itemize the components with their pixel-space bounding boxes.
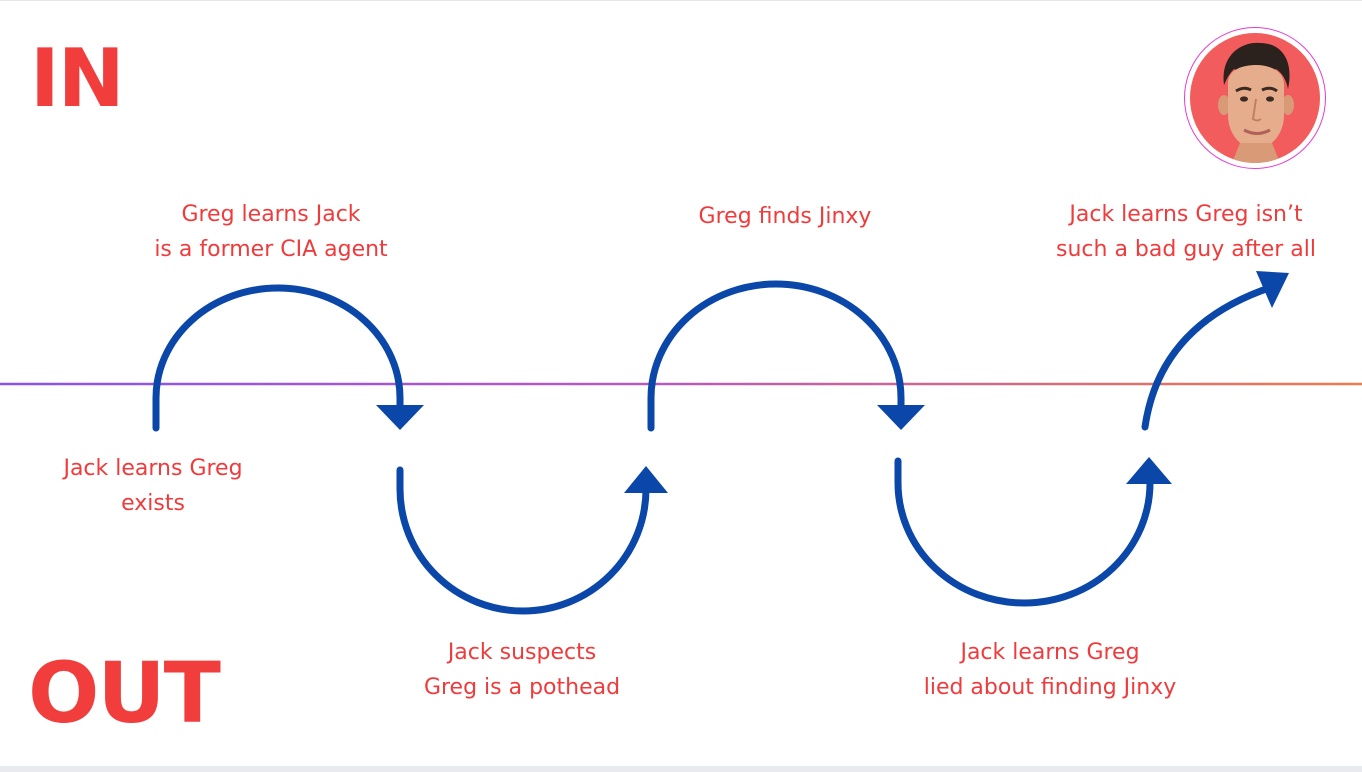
avatar-photo <box>1190 33 1320 163</box>
arrow-head-down-2 <box>877 405 925 430</box>
arc-up-2 <box>647 280 905 432</box>
event-label: Jack learns Greg exists <box>63 456 243 516</box>
arc-up-1 <box>152 284 404 432</box>
bottom-strip <box>0 766 1362 772</box>
event-label: Jack learns Greg isn’t such a bad guy af… <box>1056 202 1316 262</box>
portrait-icon <box>1218 42 1294 163</box>
event-label: Greg finds Jinxy <box>698 204 872 229</box>
in-label: IN <box>30 32 125 125</box>
arc-down-2 <box>894 457 1154 607</box>
out-label: OUT <box>28 644 221 742</box>
arrow-head-up-2 <box>1126 457 1172 484</box>
arrow-head-final <box>1256 271 1289 308</box>
arrow-head-up-1 <box>624 466 668 493</box>
event-label: Greg learns Jack is a former CIA agent <box>154 202 388 262</box>
arc-final <box>1141 282 1279 431</box>
event-label: Jack suspects Greg is a pothead <box>423 640 621 700</box>
arrow-head-down-1 <box>376 405 424 430</box>
event-label: Jack learns Greg lied about finding Jinx… <box>923 640 1177 700</box>
avatar <box>1184 27 1326 169</box>
arc-down-1 <box>396 466 650 615</box>
